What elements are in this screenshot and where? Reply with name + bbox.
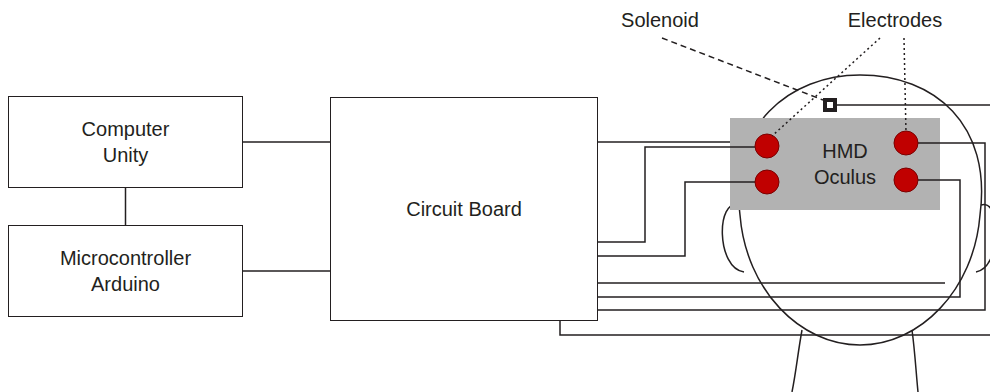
- leader-line: [904, 38, 906, 133]
- leader-line: [772, 38, 880, 136]
- node-text: HMD Oculus: [800, 138, 890, 190]
- electrode-wire: [598, 182, 755, 256]
- solenoid-symbol: [823, 98, 837, 112]
- neck-right: [912, 330, 918, 392]
- electrode: [755, 170, 779, 194]
- electrode: [894, 131, 918, 155]
- electrode-wire: [598, 180, 960, 297]
- process-box: Circuit Board: [330, 97, 598, 321]
- process-box: Microcontroller Arduino: [8, 225, 243, 317]
- neck-left: [792, 330, 802, 392]
- connector: [243, 270, 330, 272]
- electrode-wire: [598, 143, 985, 310]
- node-text: Circuit Board: [406, 196, 522, 222]
- electrode: [755, 134, 779, 158]
- hmd-band: HMD Oculus: [730, 118, 940, 210]
- solenoid-wire: [837, 104, 990, 106]
- wire: [598, 282, 945, 284]
- process-box: Computer Unity: [8, 96, 243, 188]
- solenoid-wire: [560, 321, 990, 335]
- electrode: [894, 168, 918, 192]
- node-text: Microcontroller Arduino: [41, 245, 211, 297]
- right-ear: [976, 205, 990, 272]
- part-label: Solenoid: [619, 8, 701, 32]
- part-label: Electrodes: [846, 8, 945, 32]
- hmd-band: [730, 118, 940, 210]
- leader-line: [662, 38, 823, 100]
- node-text: Computer Unity: [66, 116, 186, 168]
- left-ear: [722, 205, 744, 272]
- electrode-wire: [598, 147, 755, 242]
- connector: [125, 188, 127, 225]
